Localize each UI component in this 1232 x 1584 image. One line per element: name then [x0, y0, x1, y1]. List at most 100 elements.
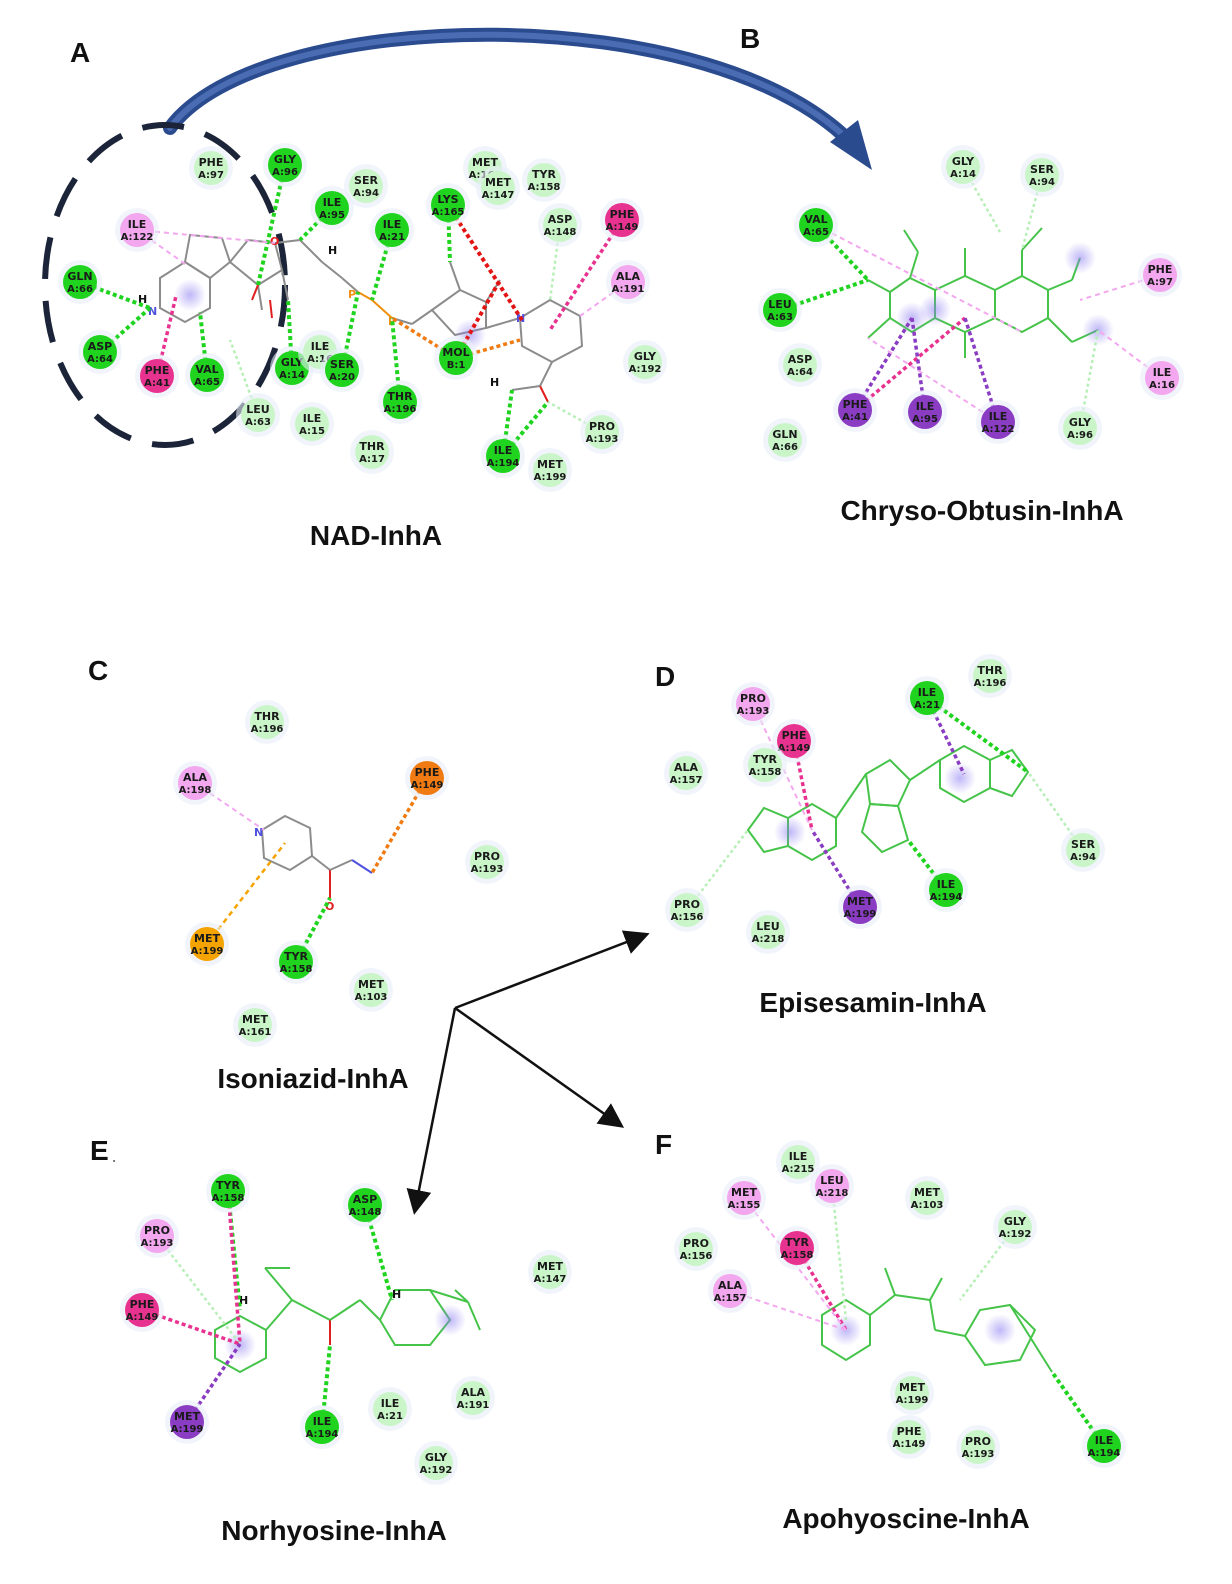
residue-circle [140, 359, 174, 393]
residue-circle [348, 1188, 382, 1222]
residue-name: PHE [610, 208, 635, 221]
residue-circle [910, 681, 944, 715]
residue-name: SER [330, 358, 354, 371]
residue-circle [1025, 158, 1059, 192]
residue-id: A:192 [629, 364, 662, 375]
residue-id: A:147 [534, 1274, 567, 1285]
residue-id: A:193 [141, 1238, 174, 1249]
residue-id: B:1 [447, 360, 466, 371]
residue-name: MET [731, 1186, 757, 1199]
residue-name: SER [354, 174, 378, 187]
residue-name: MET [899, 1381, 925, 1394]
interaction-line-hbond-weak [547, 400, 603, 434]
residue-id: A:149 [126, 1312, 159, 1323]
residue-name: LEU [756, 920, 779, 933]
residue-name: GLN [772, 428, 797, 441]
interaction-line-hbond-weak [1026, 771, 1085, 851]
residue-id: A:64 [787, 367, 813, 378]
residue-name: GLY [281, 356, 304, 369]
ligand-atom-halo [944, 762, 976, 794]
interaction-line-hbond-strong [370, 229, 394, 301]
residue-id: A:17 [359, 454, 385, 465]
interaction-line-pi-alkyl [867, 337, 999, 423]
residue-circle [946, 150, 980, 184]
residue-id: A:97 [1147, 277, 1173, 288]
residue-id: A:158 [528, 182, 561, 193]
residue-name: PHE [145, 364, 170, 377]
residue-id: A:122 [982, 424, 1015, 435]
residue-name: MET [242, 1013, 268, 1026]
ligand-atom-halo [174, 279, 206, 311]
atom-n: N [148, 305, 157, 318]
residue-circle [727, 1181, 761, 1215]
residue-id: A:65 [194, 377, 220, 388]
interaction-line-hbond-strong [79, 280, 151, 310]
residue-circle [736, 687, 770, 721]
residue-id: A:156 [671, 912, 704, 923]
residue-name: ILE [494, 444, 513, 457]
residue-name: ILE [128, 218, 147, 231]
residue-name: ILE [383, 218, 402, 231]
residue-id: A:165 [432, 207, 465, 218]
residue-name: PHE [782, 729, 807, 742]
residue-id: A:14 [950, 169, 976, 180]
residue-circle [611, 265, 645, 299]
residue-name: PRO [144, 1224, 170, 1237]
residue-id: A:149 [411, 780, 444, 791]
residue-id: A:94 [353, 188, 379, 199]
residue-name: ALA [461, 1386, 486, 1399]
residue-circle [527, 163, 561, 197]
residue-id: A:196 [384, 404, 417, 415]
residue-circle [908, 395, 942, 429]
residue-name: GLY [274, 153, 297, 166]
residue-name: PHE [130, 1298, 155, 1311]
residue-circle [973, 659, 1007, 693]
interaction-line-pi-pi-tshaped [853, 316, 967, 412]
residue-id: A:194 [930, 892, 963, 903]
transition-arrow [163, 27, 872, 170]
residue-circle [268, 148, 302, 182]
residue-circle [355, 435, 389, 469]
interaction-line-hbond-strong [294, 897, 332, 963]
residue-id: A:193 [962, 1449, 995, 1460]
residue-name: TYR [785, 1236, 809, 1249]
residue-id: A:95 [912, 414, 938, 425]
interaction-line-hbond-weak [830, 1185, 848, 1321]
caption-f: Apohyoscine-InhA [782, 1503, 1029, 1534]
residue-name: ALA [616, 270, 641, 283]
residue-id: A:103 [911, 1200, 944, 1211]
caption-c: Isoniazid-InhA [217, 1063, 408, 1094]
residue-circle [910, 1181, 944, 1215]
residue-id: A:20 [329, 372, 355, 383]
residue-name: LEU [820, 1174, 843, 1187]
residue-circle [383, 385, 417, 419]
residue-id: A:199 [534, 472, 567, 483]
interaction-line-pi-alkyl [815, 224, 1023, 333]
interaction-line-hbond-strong [501, 400, 550, 458]
residue-name: ILE [303, 412, 322, 425]
residue-name: MET [194, 932, 220, 945]
residue-circle [929, 873, 963, 907]
residue-name: MET [485, 176, 511, 189]
interaction-line-hbond-weak [686, 829, 749, 911]
residue-name: ALA [718, 1279, 743, 1292]
residue-name: PHE [897, 1425, 922, 1438]
residue-id: A:161 [239, 1027, 272, 1038]
residue-name: MOL [442, 346, 469, 359]
